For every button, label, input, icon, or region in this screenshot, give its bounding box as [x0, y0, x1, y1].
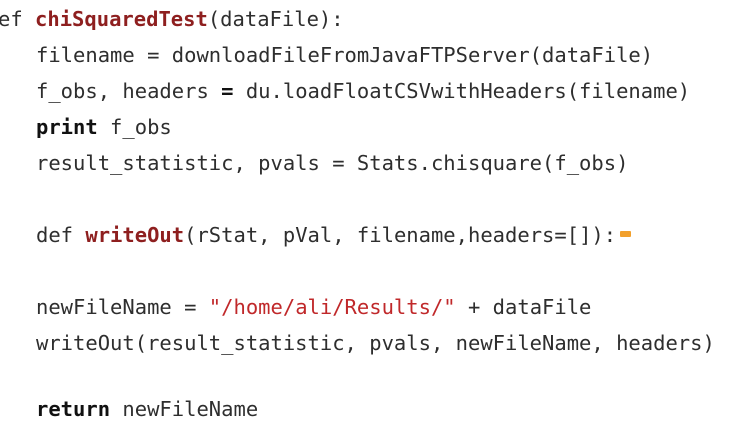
code-token-plain: filename = downloadFileFromJavaFTPServer…	[36, 43, 654, 67]
code-line-print[interactable]: print f_obs	[36, 114, 172, 140]
fold-marker-icon[interactable]	[620, 231, 632, 237]
code-line-return[interactable]: return newFileName	[36, 396, 258, 422]
code-token-plain: du.loadFloatCSVwithHeaders(filename)	[233, 79, 691, 103]
code-token-plain: result_statistic, pvals = Stats.chisquar…	[36, 151, 629, 175]
code-line-writeout-call[interactable]: writeOut(result_statistic, pvals, newFil…	[36, 330, 715, 356]
code-token-plain: f_obs	[97, 115, 172, 139]
code-token-fn: writeOut	[85, 223, 185, 247]
code-token-fn: chiSquaredTest	[35, 7, 208, 31]
code-line-filename[interactable]: filename = downloadFileFromJavaFTPServer…	[36, 42, 653, 68]
code-token-plain: newFileName =	[36, 295, 209, 319]
code-token-kw: print	[36, 115, 98, 139]
code-token-plain: def	[36, 223, 86, 247]
code-token-str: "/home/ali/Results/"	[208, 295, 456, 319]
code-token-plain: (dataFile):	[207, 7, 344, 31]
code-token-plain: ef	[0, 7, 36, 31]
code-token-kw: =	[221, 79, 234, 103]
code-line-def[interactable]: ef chiSquaredTest(dataFile):	[0, 6, 344, 32]
code-token-kw: return	[36, 397, 111, 421]
code-line-load-csv[interactable]: f_obs, headers = du.loadFloatCSVwithHead…	[36, 78, 690, 104]
code-token-plain: + dataFile	[455, 295, 592, 319]
code-token-plain: (rStat, pVal, filename,headers=[]):	[184, 223, 617, 247]
code-line-def-writeout[interactable]: def writeOut(rStat, pVal, filename,heade…	[36, 222, 632, 248]
code-token-plain: newFileName	[110, 397, 259, 421]
code-line-chisquare[interactable]: result_statistic, pvals = Stats.chisquar…	[36, 150, 628, 176]
code-token-plain: f_obs, headers	[36, 79, 222, 103]
code-token-plain: writeOut(result_statistic, pvals, newFil…	[36, 331, 715, 355]
code-line-newfilename[interactable]: newFileName = "/home/ali/Results/" + dat…	[36, 294, 591, 320]
